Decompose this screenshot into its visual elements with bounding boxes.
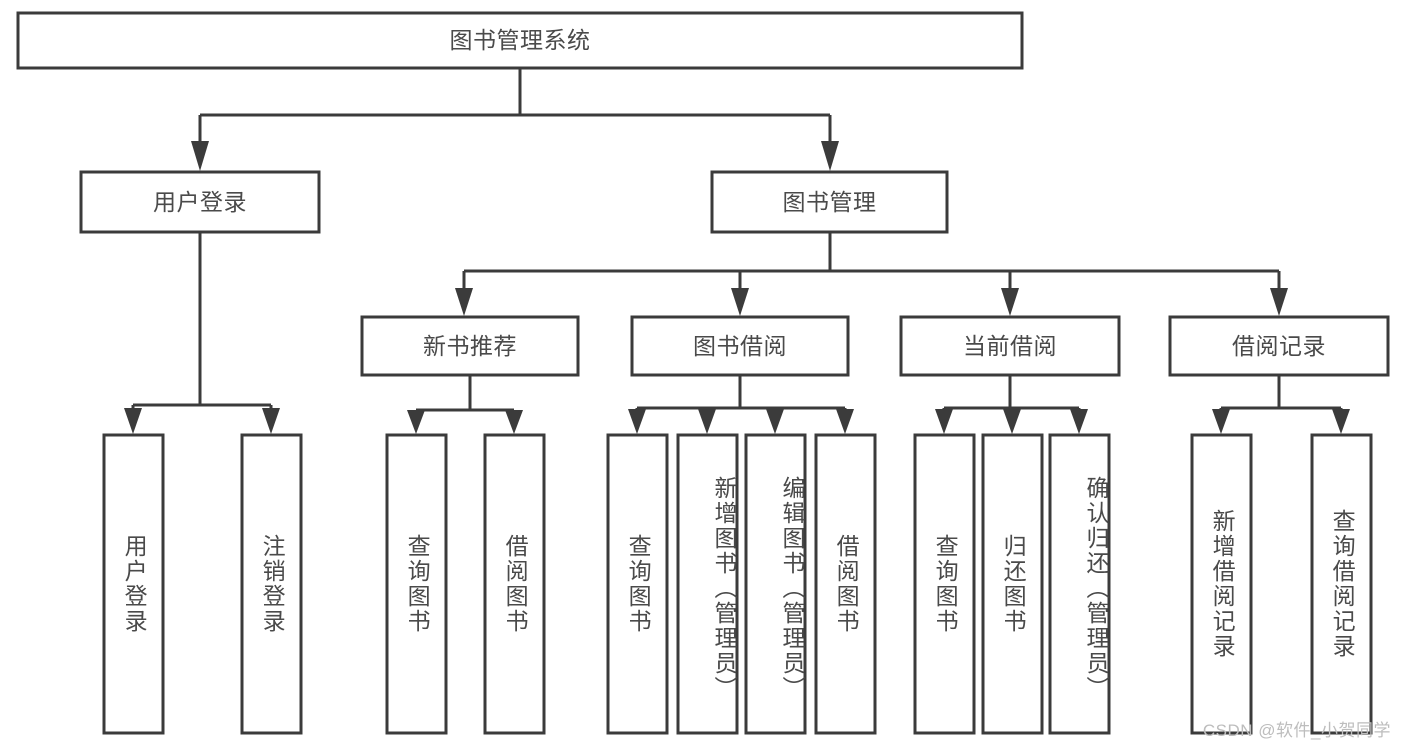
node-box-borrow-record[interactable] bbox=[1168, 315, 1390, 377]
node-box-book-borrow[interactable] bbox=[630, 315, 850, 377]
node-box-leaf-logout-login[interactable] bbox=[240, 433, 303, 735]
edge-current-borrow-to-leaves bbox=[935, 375, 1088, 434]
node-box-user-login[interactable] bbox=[79, 170, 321, 234]
node-box-leaf-return-book[interactable] bbox=[981, 433, 1044, 735]
edge-borrow-record-to-leaves bbox=[1212, 375, 1350, 434]
edge-book-borrow-to-leaves bbox=[628, 375, 854, 434]
node-box-leaf-user-login[interactable] bbox=[102, 433, 165, 735]
node-box-new-book-recommend[interactable] bbox=[360, 315, 580, 377]
edge-book-manage-to-level2 bbox=[455, 232, 1288, 316]
node-box-leaf-query-book-2[interactable] bbox=[606, 433, 669, 735]
edge-root-to-level1 bbox=[191, 68, 839, 171]
node-box-leaf-borrow-book-2[interactable] bbox=[814, 433, 877, 735]
node-box-leaf-query-book-1[interactable] bbox=[385, 433, 448, 735]
watermark-text: CSDN @软件_小贺同学 bbox=[1202, 721, 1391, 740]
node-box-leaf-add-book[interactable] bbox=[676, 433, 739, 735]
node-box-leaf-confirm-return[interactable] bbox=[1048, 433, 1111, 735]
node-box-root[interactable] bbox=[16, 11, 1024, 70]
node-box-leaf-query-borrow-record[interactable] bbox=[1310, 433, 1373, 735]
node-box-current-borrow[interactable] bbox=[899, 315, 1121, 377]
edge-user-login-to-leaves bbox=[124, 232, 280, 434]
edge-new-book-recommend-to-leaves bbox=[407, 375, 523, 434]
node-box-leaf-query-book-3[interactable] bbox=[913, 433, 976, 735]
node-box-leaf-borrow-book-1[interactable] bbox=[483, 433, 546, 735]
node-box-leaf-add-borrow-record[interactable] bbox=[1190, 433, 1253, 735]
node-box-leaf-edit-book[interactable] bbox=[744, 433, 807, 735]
node-box-book-manage[interactable] bbox=[710, 170, 949, 234]
